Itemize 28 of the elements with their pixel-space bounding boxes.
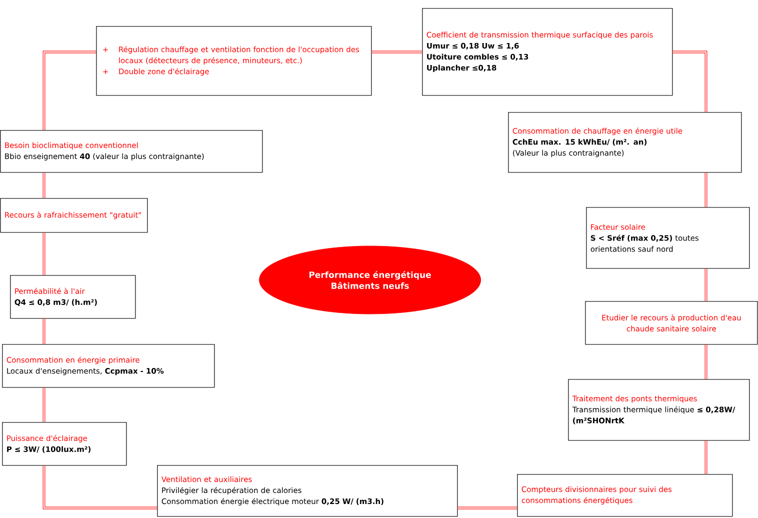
info-box [0,198,148,233]
connector-line [42,388,46,422]
info-box [422,8,673,96]
connector-line [42,172,46,198]
info-box [2,422,127,466]
info-box [585,301,758,345]
connector-line [704,172,708,207]
info-box [2,344,215,388]
connector-line [704,344,708,379]
connector-line [704,440,708,474]
title-text: Performance énergétique Bâtiments neufs [309,271,431,289]
connector-line [704,268,708,301]
info-box [586,206,750,269]
connector-line [372,50,422,54]
info-box [157,465,458,517]
info-box [96,26,372,96]
connector-line [42,466,157,510]
info-box [10,275,136,319]
info-box [508,112,742,173]
connector-line [42,232,46,275]
info-box [568,379,750,441]
connector-line [672,50,708,112]
title-ellipse [259,246,481,314]
connector-line [42,318,46,344]
connector-line [42,50,96,130]
info-box [0,130,263,173]
connector-line [458,506,517,510]
info-box [517,474,733,517]
